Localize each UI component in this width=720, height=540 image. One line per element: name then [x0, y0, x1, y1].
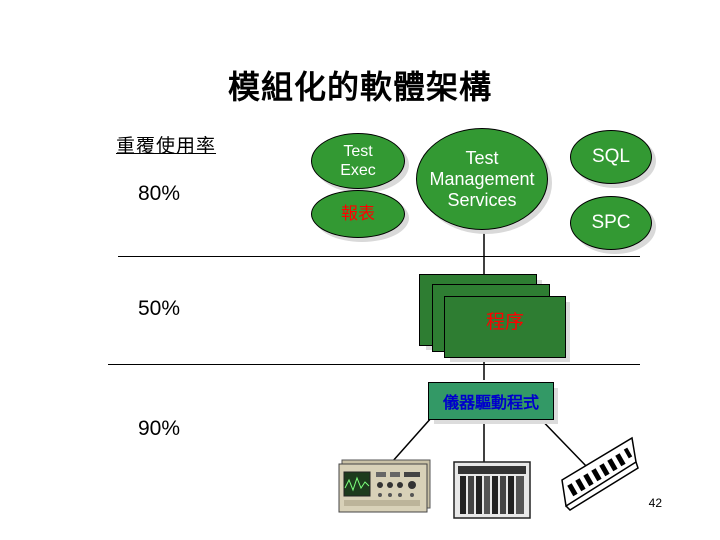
plug-in-card-icon: [561, 436, 639, 511]
spc-label: SPC: [591, 212, 631, 233]
instrument-driver-node: 儀器驅動程式: [428, 382, 554, 420]
reuse-rate-label: 重覆使用率: [116, 135, 217, 157]
reuse-rate-80: 80%: [138, 182, 181, 205]
instrument-driver-label: 儀器驅動程式: [442, 393, 539, 412]
report-label: 報表: [341, 204, 375, 224]
oscilloscope-icon: [338, 459, 431, 513]
program-label: 程序: [485, 311, 524, 333]
reuse-rate-50: 50%: [138, 297, 181, 320]
sql-label: SQL: [591, 146, 631, 167]
test-management-label: Test Management Services: [429, 147, 535, 210]
spc-node: SPC: [570, 196, 652, 250]
layer-divider-bottom: [108, 364, 640, 365]
report-node: 報表: [311, 190, 405, 238]
sql-node: SQL: [570, 130, 652, 184]
test-exec-node: Test Exec: [311, 133, 405, 189]
program-node: 程序: [444, 296, 566, 358]
test-management-node: Test Management Services: [416, 128, 548, 230]
reuse-rate-90: 90%: [138, 417, 181, 440]
test-exec-label: Test Exec: [340, 143, 376, 179]
page-number: 42: [648, 496, 662, 510]
card-cage-icon: [453, 461, 531, 519]
page-title: 模組化的軟體架構: [227, 68, 492, 106]
layer-divider-top: [118, 256, 640, 257]
